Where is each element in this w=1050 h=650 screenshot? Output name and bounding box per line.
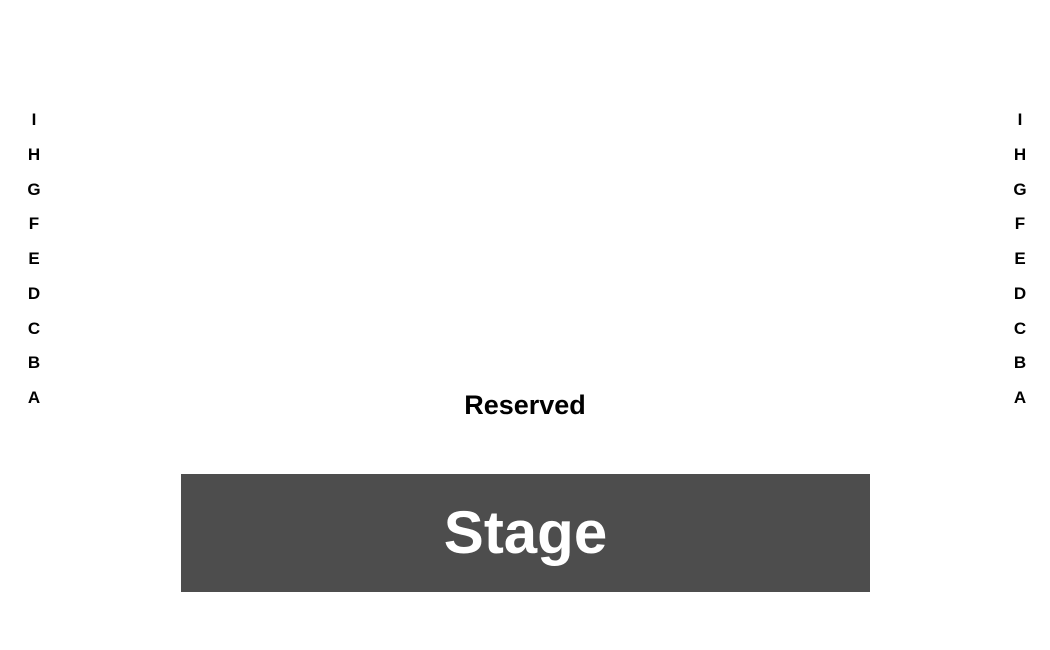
right-row-label: B [1013, 353, 1027, 373]
left-row-label: H [27, 144, 41, 164]
stage: Stage [181, 474, 870, 592]
right-row-label: H [1013, 144, 1027, 164]
left-row-label: F [28, 214, 40, 234]
left-row-label: C [27, 318, 41, 338]
right-row-label: A [1013, 388, 1027, 407]
left-row-label: D [27, 283, 41, 303]
left-row-label: E [28, 249, 40, 268]
left-row-label: A [27, 388, 41, 407]
left-row-label: B [27, 353, 41, 373]
right-row-label: C [1013, 318, 1027, 338]
left-row-label: I [31, 110, 37, 129]
right-row-label: I [1017, 110, 1023, 129]
right-row-label: D [1013, 283, 1027, 303]
right-row-label: F [1014, 214, 1026, 234]
right-row-label: G [1013, 179, 1027, 199]
section-label-reserved: Reserved [464, 390, 586, 420]
left-row-label: G [27, 179, 41, 199]
right-row-label: E [1014, 249, 1026, 268]
stage-label: Stage [443, 499, 608, 566]
